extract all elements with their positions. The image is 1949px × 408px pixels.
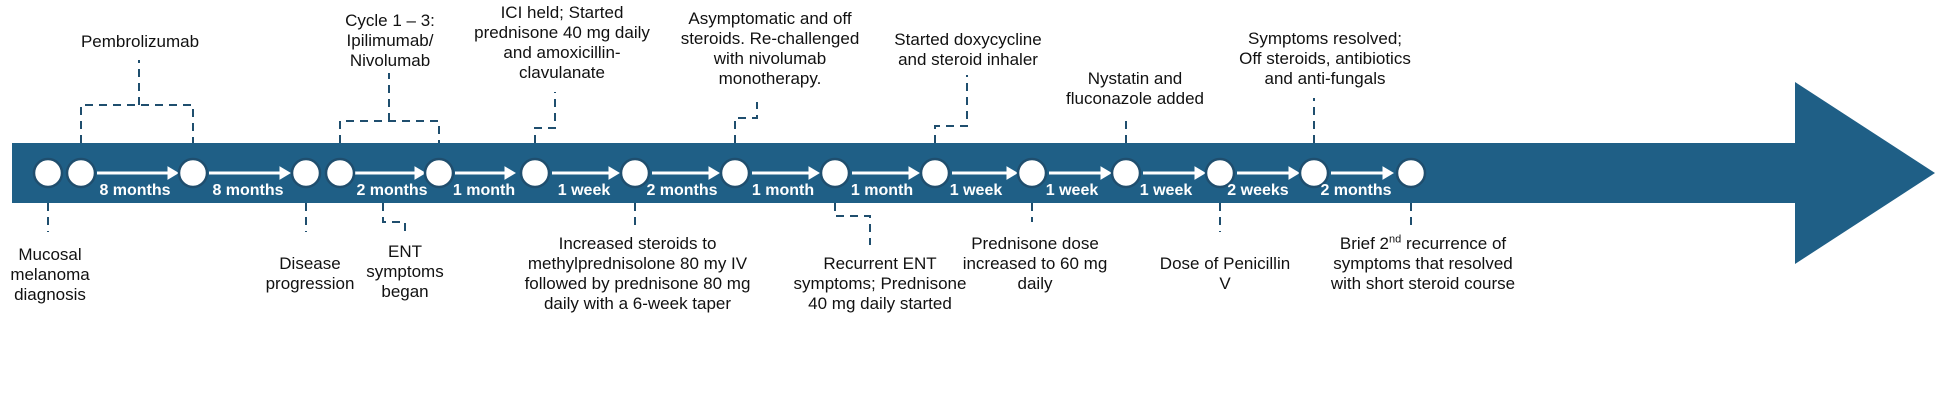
- label-disease-progression: Disease progression: [265, 254, 355, 293]
- timeline-nodes: [32, 157, 1427, 189]
- node-5: [324, 157, 356, 189]
- connector-asym: [734, 102, 758, 143]
- node-9: [719, 157, 751, 189]
- duration-5: 1 week: [557, 182, 611, 199]
- arrowhead-6: [708, 166, 720, 180]
- connector-recurrent: [834, 203, 871, 245]
- label-penicillin: Dose of Penicillin V: [1159, 254, 1291, 293]
- arrowhead-12: [1288, 166, 1300, 180]
- duration-6: 2 months: [646, 182, 718, 199]
- duration-8: 1 month: [850, 182, 914, 199]
- node-6: [423, 157, 455, 189]
- arrowhead-13: [1382, 166, 1394, 180]
- connector-ici-held: [534, 92, 556, 143]
- arrowhead-9: [1006, 166, 1018, 180]
- arrowhead-4: [504, 166, 516, 180]
- connector-pembrolizumab: [80, 104, 194, 143]
- duration-10: 1 week: [1045, 182, 1099, 199]
- duration-4: 1 month: [452, 182, 516, 199]
- node-10: [819, 157, 851, 189]
- duration-12: 2 weeks: [1227, 182, 1289, 199]
- node-4: [290, 157, 322, 189]
- node-2: [65, 157, 97, 189]
- arrowhead-7: [808, 166, 820, 180]
- label-pembrolizumab: Pembrolizumab: [80, 32, 200, 51]
- node-7: [519, 157, 551, 189]
- arrowhead-10: [1100, 166, 1112, 180]
- connector-ipi-nivo: [339, 120, 440, 143]
- label-ent-symptoms: ENT symptoms began: [366, 242, 444, 301]
- connector-doxy: [934, 75, 968, 143]
- connector-ent: [382, 203, 406, 237]
- arrowhead-11: [1194, 166, 1206, 180]
- duration-11: 1 week: [1139, 182, 1193, 199]
- label-ici-held: ICI held; Started prednisone 40 mg daily…: [474, 3, 650, 82]
- node-8: [619, 157, 651, 189]
- label-nystatin: Nystatin and fluconazole added: [1065, 69, 1204, 108]
- arrowhead-1: [167, 166, 179, 180]
- label-asymptomatic: Asymptomatic and off steroids. Re-challe…: [680, 9, 860, 88]
- node-13: [1110, 157, 1142, 189]
- node-14: [1204, 157, 1236, 189]
- duration-7: 1 month: [751, 182, 815, 199]
- node-1: [32, 157, 64, 189]
- label-doxycycline: Started doxycycline and steroid inhaler: [894, 30, 1042, 69]
- arrowhead-3: [414, 166, 426, 180]
- label-ipi-nivo: Cycle 1 – 3: Ipilimumab/ Nivolumab: [345, 11, 435, 70]
- label-recurrent-ent: Recurrent ENT symptoms; Prednisone 40 mg…: [793, 254, 967, 313]
- duration-3: 2 months: [356, 182, 428, 199]
- arrowhead-2: [279, 166, 291, 180]
- arrowhead-5: [608, 166, 620, 180]
- arrowhead-8: [908, 166, 920, 180]
- node-15: [1298, 157, 1330, 189]
- duration-9: 1 week: [949, 182, 1003, 199]
- progress-arrows: [97, 166, 1394, 180]
- node-12: [1016, 157, 1048, 189]
- dashed-connectors: [47, 60, 1412, 245]
- node-11: [919, 157, 951, 189]
- duration-1: 8 months: [99, 182, 171, 199]
- label-symptoms-resolved: Symptoms resolved; Off steroids, antibio…: [1239, 29, 1411, 88]
- node-3: [177, 157, 209, 189]
- label-prednisone-60: Prednisone dose increased to 60 mg daily: [962, 234, 1108, 293]
- node-16: [1395, 157, 1427, 189]
- duration-2: 8 months: [212, 182, 284, 199]
- duration-13: 2 months: [1320, 182, 1392, 199]
- label-brief-recurrence: Brief 2nd recurrence of symptoms that re…: [1330, 233, 1516, 293]
- label-increased-steroids: Increased steroids to methylprednisolone…: [524, 234, 751, 313]
- label-mucosal-melanoma: Mucosal melanoma diagnosis: [10, 245, 90, 304]
